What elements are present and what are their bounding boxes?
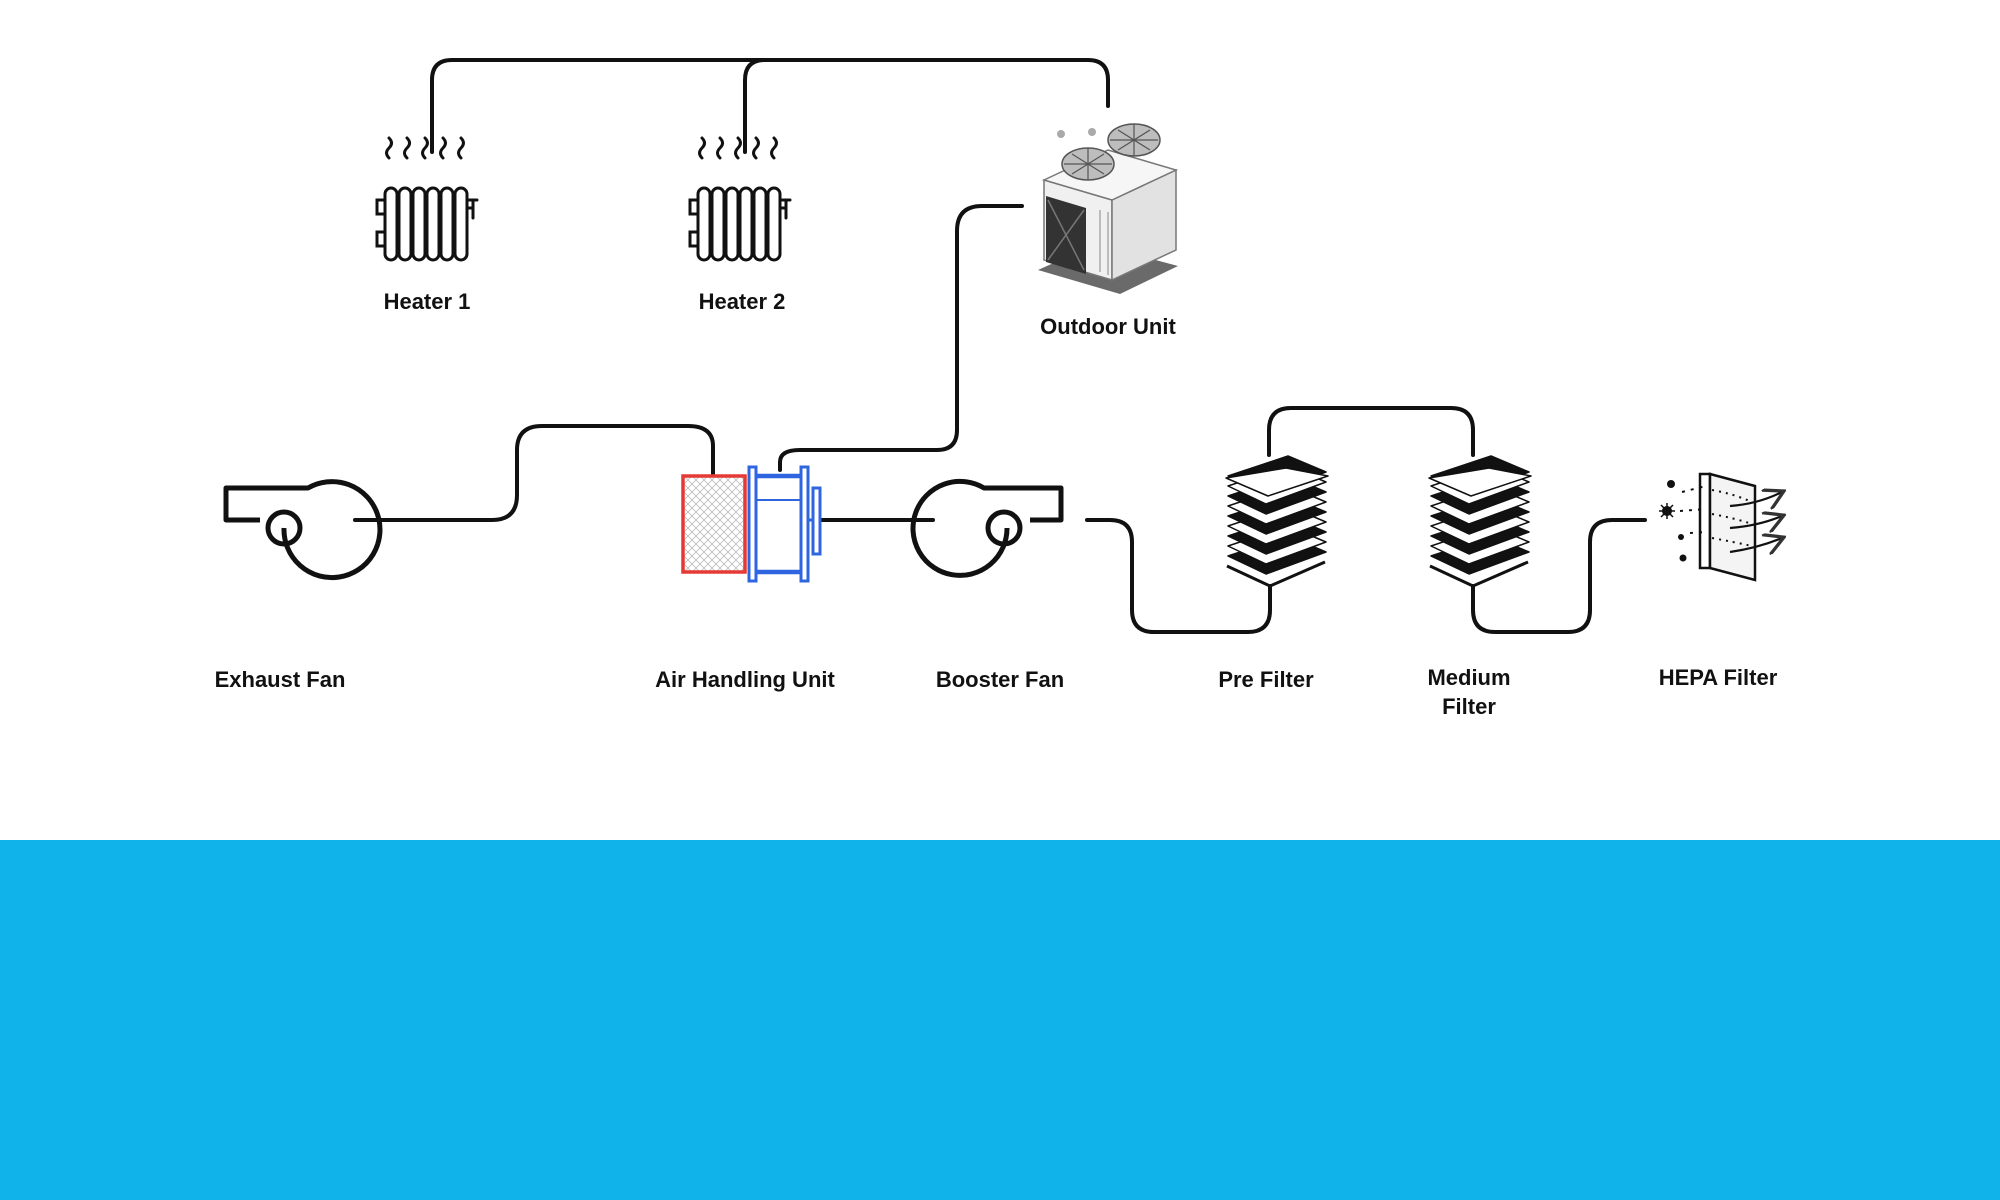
outdoor-unit [1038,123,1179,294]
air-handling-unit [681,465,822,583]
connection-pipes [353,58,1647,634]
pipe-exhaust-ahu [353,424,715,522]
outdoor-unit-label: Outdoor Unit [1040,314,1176,339]
pleated-filter-icon [1428,455,1532,588]
medium-filter-label: Medium Filter [1427,665,1511,719]
exhaust-fan-label: Exhaust Fan [215,667,346,692]
booster-fan [910,478,1064,578]
radiator-icon [375,136,479,262]
footer-band [0,840,2000,1200]
booster-fan-label: Booster Fan [936,667,1064,692]
heater-1 [375,136,479,262]
exhaust-fan [223,479,383,581]
pipe-prefilter-medium [1267,406,1475,457]
pipe-heater1-outdoor [430,58,1110,154]
pleated-filter-icon [1225,455,1329,588]
radiator-icon [688,136,792,262]
pipe-booster-prefilter [1085,518,1272,634]
air-handling-unit-icon [681,465,822,583]
hepa-filter-label: HEPA Filter [1659,665,1778,690]
hvac-diagram: Heater 1 Heater 2 [215,58,2000,692]
pipe-medium-hepa [1471,518,1647,634]
pre-filter [1225,455,1329,588]
pipe-outdoor-ahu [778,204,1024,472]
hepa-filter [1659,472,1782,582]
hepa-filter-icon [1659,472,1782,582]
centrifugal-fan-icon [910,478,1064,578]
heater-2 [688,136,792,262]
air-handling-unit-label: Air Handling Unit [655,667,835,692]
pipe-heater2-outdoor [743,58,767,154]
heater-2-label: Heater 2 [699,289,786,314]
centrifugal-fan-icon [223,479,383,581]
heater-1-label: Heater 1 [384,289,471,314]
medium-filter [1428,455,1532,588]
pre-filter-label: Pre Filter [1218,667,1314,692]
outdoor-condenser-unit-icon [1038,123,1179,294]
